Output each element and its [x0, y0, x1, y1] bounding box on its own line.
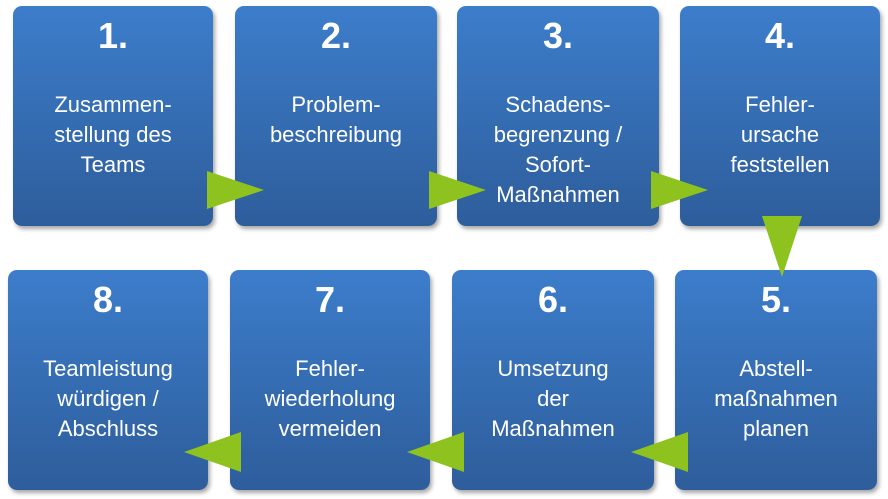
step-number: 4. — [764, 15, 796, 56]
arrow-left-icon — [631, 432, 688, 472]
arrow-left-icon — [184, 432, 241, 472]
step-6-box: 6. Umsetzung der Maßnahmen — [452, 270, 654, 490]
step-8-box: 8. Teamleistung würdigen / Abschluss — [8, 270, 208, 490]
step-label: Fehler- wiederholung vermeiden — [264, 356, 396, 441]
step-number: 5. — [760, 279, 792, 320]
step-label: Zusammen- stellung des Teams — [54, 92, 172, 177]
step-label: Teamleistung würdigen / Abschluss — [43, 356, 173, 441]
step-number: 8. — [92, 279, 124, 320]
step-4-box: 4. Fehler- ursache feststellen — [680, 6, 880, 226]
step-number: 7. — [314, 279, 346, 320]
arrow-right-icon — [429, 171, 486, 209]
step-label: Umsetzung der Maßnahmen — [491, 356, 615, 441]
step-3-box: 3. Schadens- begrenzung / Sofort- Maßnahm… — [457, 6, 659, 226]
step-number: 6. — [537, 279, 569, 320]
arrow-right-icon — [651, 171, 708, 209]
step-7-box: 7. Fehler- wiederholung vermeiden — [230, 270, 430, 490]
step-1-box: 1. Zusammen- stellung des Teams — [13, 6, 213, 226]
arrow-down-icon — [762, 216, 802, 277]
step-5-box: 5. Abstell- maßnahmen planen — [675, 270, 877, 490]
step-number: 1. — [97, 15, 129, 56]
arrow-right-icon — [207, 171, 264, 209]
step-number: 2. — [320, 15, 352, 56]
step-label: Abstell- maßnahmen planen — [714, 356, 838, 441]
step-2-box: 2. Problem- beschreibung — [235, 6, 437, 226]
step-label: Problem- beschreibung — [269, 92, 403, 147]
step-number: 3. — [542, 15, 574, 56]
arrow-left-icon — [407, 432, 464, 472]
step-label: Schadens- begrenzung / Sofort- Maßnahmen — [493, 92, 623, 207]
step-label: Fehler- ursache feststellen — [730, 92, 830, 177]
